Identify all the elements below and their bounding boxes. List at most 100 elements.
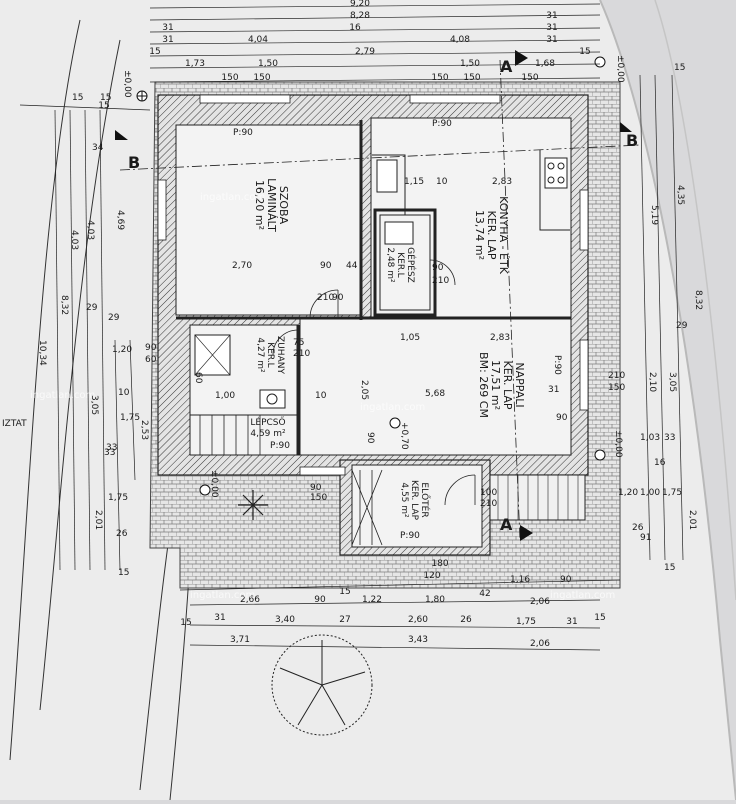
- dim-text: 15: [118, 568, 129, 578]
- dim-text: 150: [608, 383, 625, 393]
- dim-text: 26: [460, 615, 472, 625]
- dim-text: 33: [106, 443, 117, 453]
- dim-text: 1,03: [640, 433, 660, 443]
- room-name-zuhany: ZUHANY: [275, 336, 285, 374]
- dim-text: 15: [579, 47, 590, 57]
- dim-text: 1,16: [510, 575, 530, 585]
- room-area-lepcso: 4,59 m²: [250, 429, 286, 439]
- dim-text: 2,06: [530, 597, 550, 607]
- dim-text: 150: [463, 73, 480, 83]
- dim-text: 5,68: [425, 389, 445, 399]
- dim-text: 2,83: [490, 333, 510, 343]
- dim-text: 90: [365, 432, 375, 444]
- dim-text: 1,20: [618, 488, 638, 498]
- sink-icon: [376, 159, 398, 193]
- dim-text: 2,53: [139, 420, 149, 440]
- room-floor-gepesz-label: KER.L: [395, 252, 405, 277]
- paper-edge-inner: [654, 0, 736, 601]
- section-label-b-left: B: [128, 153, 140, 172]
- room-floor-szoba-label: LAMINÁLT: [265, 178, 278, 232]
- dim-text: 60: [193, 372, 203, 384]
- dim-text: 26: [116, 529, 128, 539]
- level-entry: ±0,00: [209, 470, 219, 498]
- dim-text: 2,60: [408, 615, 428, 625]
- dim-text: 1,20: [112, 345, 132, 355]
- dim-text: 31: [546, 35, 557, 45]
- dim-text: 4,04: [248, 35, 268, 45]
- watermark: ingatlan.com: [200, 192, 265, 203]
- dim-text: 15: [674, 63, 685, 73]
- door-swing: [309, 289, 339, 319]
- dimension-lines: [19, 3, 684, 651]
- room-floor-eloter-label: KER. LAP: [409, 480, 419, 521]
- dim-text: 1,75: [662, 488, 682, 498]
- stove-burner: [557, 162, 565, 170]
- room-name-szoba: SZOBA: [277, 186, 290, 225]
- plot-boundary: [39, 39, 121, 711]
- dim-text: 2,79: [355, 47, 375, 57]
- dim-text: 15: [339, 587, 350, 597]
- dim-text: 31: [546, 11, 557, 21]
- dim-text: 15: [180, 618, 191, 628]
- window: [409, 94, 501, 104]
- door-swing: [444, 474, 476, 506]
- room-name-nappali: NAPPALI: [513, 362, 526, 407]
- window: [157, 179, 167, 241]
- dim-text: 5,19: [649, 205, 659, 225]
- tree-icon: [271, 634, 373, 736]
- dim-text: 1,75: [120, 413, 140, 423]
- dim-text: 34: [92, 143, 104, 153]
- staircase: [199, 415, 383, 546]
- level-top-left: ±0,00: [122, 70, 132, 98]
- dim-text: 3,43: [408, 635, 428, 645]
- dim-text: 150: [521, 73, 538, 83]
- dim-text: 31: [546, 23, 557, 33]
- pad-nappali: P:90: [552, 355, 562, 375]
- level-right: ±0,00: [613, 430, 623, 458]
- dim-text: 90: [560, 575, 572, 585]
- room-area-nappali: 17,51 m²: [489, 360, 502, 410]
- dim-text: 4,03: [69, 230, 79, 250]
- dim-text: 27: [339, 615, 350, 625]
- dim-text: 1,75: [516, 617, 536, 627]
- dim-text: 31: [566, 617, 577, 627]
- paper-edge: [599, 0, 736, 801]
- pad-eloter: P:90: [400, 531, 420, 541]
- dim-text: 2,01: [687, 510, 697, 530]
- room-area-konyha: 13,74 m²: [473, 210, 486, 260]
- kitchen-counter: [372, 150, 570, 231]
- dim-text: 29: [676, 321, 688, 331]
- dim-text: 33: [664, 433, 675, 443]
- room-floor-zuhany-label: KER.L: [265, 342, 275, 367]
- dim-text: 210: [480, 499, 497, 509]
- room-height-nappali: BM: 269 CM: [477, 352, 490, 418]
- dim-text: 210: [608, 371, 625, 381]
- dim-text: 15: [149, 47, 160, 57]
- dim-text: 150: [253, 73, 270, 83]
- door-swing: [429, 259, 456, 286]
- stove-burner: [547, 176, 555, 184]
- watermark: ingatlan.com: [360, 402, 425, 413]
- watermark: ingatlan.com: [30, 390, 95, 401]
- dim-text: 29: [86, 303, 98, 313]
- dim-text: 15: [100, 93, 111, 103]
- dim-text: 2,01: [93, 510, 103, 530]
- stove-burner: [547, 162, 555, 170]
- dim-text: 1,05: [400, 333, 420, 343]
- room-floor-konyha-label: KER. LAP: [485, 211, 498, 260]
- dim-text: 31: [162, 23, 173, 33]
- dim-text: 10: [118, 388, 130, 398]
- window: [579, 189, 589, 251]
- dim-text: 31: [548, 385, 559, 395]
- room-name-lepcso: LÉPCSŐ: [250, 416, 285, 428]
- dim-text: 90: [310, 483, 322, 493]
- room-floor-nappali-label: KER. LAP: [501, 361, 514, 410]
- room-floor-szoba: [175, 124, 362, 316]
- room-area-gepesz: 2,48 m²: [385, 247, 395, 283]
- dim-text: 75: [293, 338, 304, 348]
- dim-text: 90: [432, 263, 444, 273]
- room-name-konyha: KONYHA - ÉTK: [497, 196, 510, 275]
- dim-text: 1,00: [640, 488, 660, 498]
